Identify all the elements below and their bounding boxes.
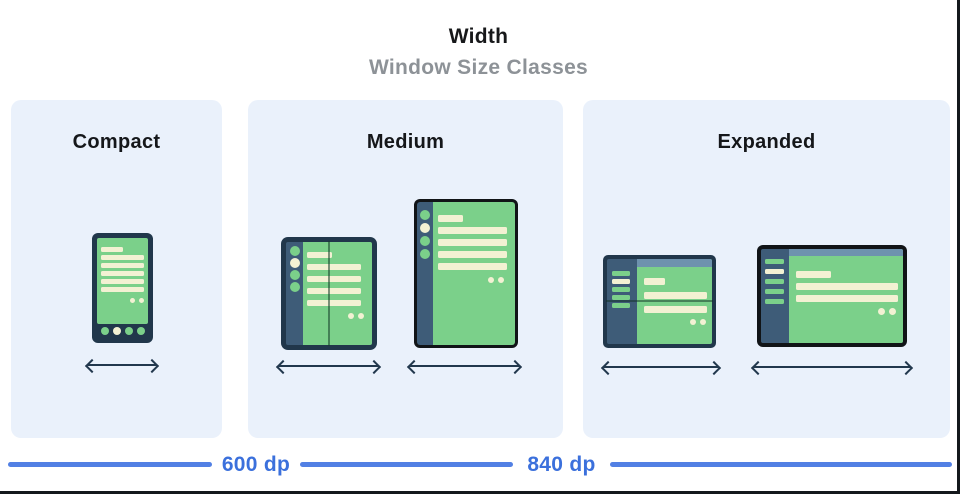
content-dot [498,277,504,283]
sidebar-line [612,303,630,308]
content-line [101,271,144,276]
content-line [438,227,507,234]
sidebar-line [765,279,784,284]
content-line [796,295,898,302]
content-line [796,283,898,290]
top-bar [637,259,712,267]
content-line [438,215,463,222]
diagram-title: Width [448,25,509,48]
sidebar-line [765,259,784,264]
foldable-landscape-illustration [603,255,716,348]
rail-dot [289,270,300,280]
fold-line [606,300,713,302]
ruler-line-segment [300,462,513,467]
panel-compact-label: Compact [72,131,161,153]
tablet-landscape-illustration [757,245,907,347]
sidebar-line [612,287,630,292]
navbar-dot [136,327,145,335]
breakpoint-600dp-label: 600 dp [221,453,291,476]
content-line [307,264,361,270]
content-area [789,256,903,302]
top-bar [789,249,903,256]
content-line [307,252,332,258]
foldable-portrait-illustration [281,237,377,350]
content-line [307,300,361,306]
width-arrow [279,365,378,367]
content-line [438,251,507,258]
content-line [307,288,361,294]
rail-dot [289,246,300,256]
phone-screen [97,238,148,324]
rail-dot [289,282,300,292]
content-line [644,292,707,299]
navbar-dot [124,327,133,335]
content-line [438,239,507,246]
rail-dot [289,258,300,268]
diagram-header: Width Window Size Classes [0,25,957,80]
content-dot [889,308,896,315]
nav-rail [286,242,303,345]
content-line [644,278,665,285]
sidebar-line [765,269,784,274]
content-dot [348,313,354,319]
tablet-screen [433,202,515,345]
width-arrow [410,365,519,367]
phone-navbar [97,324,148,338]
sidebar-line [612,295,630,300]
content-dots [690,319,706,325]
content-dot [358,313,364,319]
navbar-dot [112,327,121,335]
width-arrow [604,366,718,368]
nav-rail [417,202,433,345]
breakpoint-840dp-label: 840 dp [527,453,596,476]
content-dot [130,298,135,303]
panel-medium-label: Medium [366,131,445,153]
content-line [101,255,144,260]
ruler-line-segment [8,462,212,467]
ruler-line-segment [610,462,952,467]
content-line [101,247,123,252]
content-line [101,287,144,292]
diagram-subtitle: Window Size Classes [368,56,589,79]
content-dots [878,308,896,315]
content-line [101,263,144,268]
content-dot [690,319,696,325]
sidebar-line [765,299,784,304]
content-line [307,276,361,282]
content-dots [488,277,504,283]
sidebar [761,249,789,343]
content-dots [348,313,364,319]
fold-line [328,241,330,346]
tablet-portrait-illustration [414,199,518,348]
content-dot [488,277,494,283]
phone-illustration [92,233,153,343]
panel-expanded-label: Expanded [717,131,816,153]
sidebar-line [612,271,630,276]
width-arrow [88,364,156,366]
rail-dot [420,236,430,246]
content-line [644,306,707,313]
navbar-dot [100,327,109,335]
width-arrow [754,366,910,368]
rail-dot [420,249,430,259]
rail-dot [420,223,430,233]
sidebar-line [765,289,784,294]
content-dot [878,308,885,315]
content-dots [130,298,144,303]
content-area [637,267,712,313]
foldable-screen [303,242,372,345]
content-dot [139,298,144,303]
sidebar-line [612,279,630,284]
content-line [796,271,831,278]
rail-dot [420,210,430,220]
content-dot [700,319,706,325]
main-pane [789,249,903,343]
content-line [438,263,507,270]
content-line [101,279,144,284]
